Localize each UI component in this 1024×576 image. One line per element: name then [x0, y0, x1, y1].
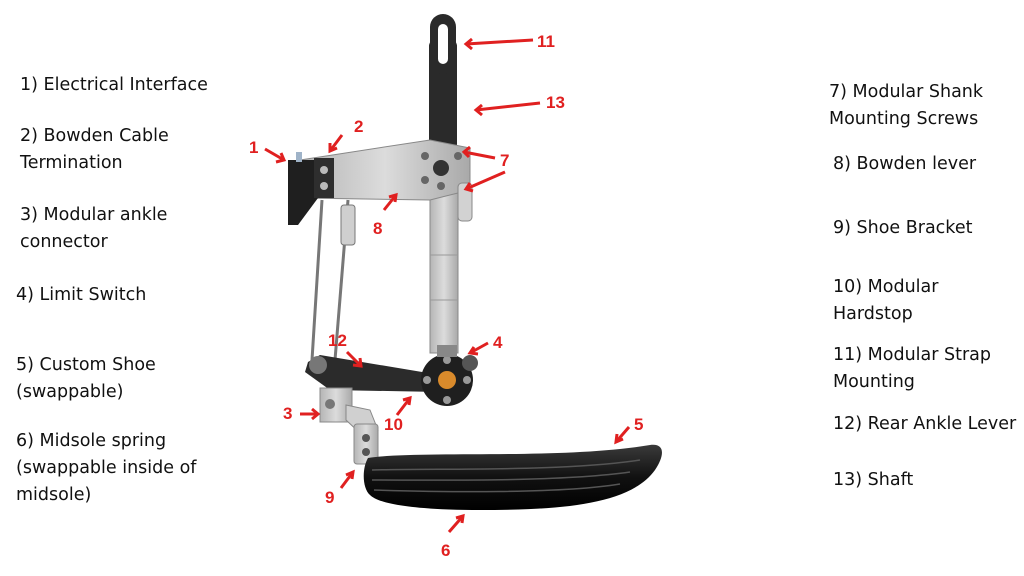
bowden-cables [310, 199, 356, 361]
legend-item-13: 13) Shaft [833, 470, 914, 490]
callout-6: 6 [441, 541, 450, 560]
callout-5: 5 [634, 415, 643, 434]
callout-arrows [264, 37, 631, 533]
callout-12: 12 [328, 331, 347, 350]
callout-2: 2 [354, 117, 363, 136]
legend-item-12: 12) Rear Ankle Lever [833, 414, 1017, 434]
legend-item-2: 2) Bowden Cable Termination [20, 126, 169, 173]
legend-item-5: 5) Custom Shoe (swappable) [16, 355, 156, 402]
electrical-interface [288, 152, 334, 225]
ankle-joint [421, 345, 478, 406]
legend-item-9: 9) Shoe Bracket [833, 218, 973, 238]
shoe-bracket [353, 423, 379, 465]
legend-item-4: 4) Limit Switch [16, 285, 147, 305]
shaft [429, 14, 457, 150]
callout-4: 4 [493, 333, 503, 352]
callout-1: 1 [249, 138, 258, 157]
callout-7: 7 [500, 151, 509, 170]
legend-item-8: 8) Bowden lever [833, 154, 977, 174]
legend-item-6: 6) Midsole spring (swappable inside of m… [16, 431, 197, 505]
callout-13: 13 [546, 93, 565, 112]
callout-3: 3 [283, 404, 292, 423]
callout-8: 8 [373, 219, 382, 238]
callout-11: 11 [537, 32, 555, 51]
legend-item-10: 10) Modular Hardstop [833, 277, 939, 324]
rear-ankle-lever [305, 355, 440, 392]
legend-item-11: 11) Modular Strap Mounting [833, 345, 992, 392]
callout-10: 10 [384, 415, 403, 434]
legend-item-1: 1) Electrical Interface [20, 75, 208, 95]
callout-9: 9 [325, 488, 334, 507]
custom-shoe [363, 444, 662, 510]
legend-item-7: 7) Modular Shank Mounting Screws [829, 82, 984, 129]
legend-item-3: 3) Modular ankle connector [20, 205, 168, 252]
